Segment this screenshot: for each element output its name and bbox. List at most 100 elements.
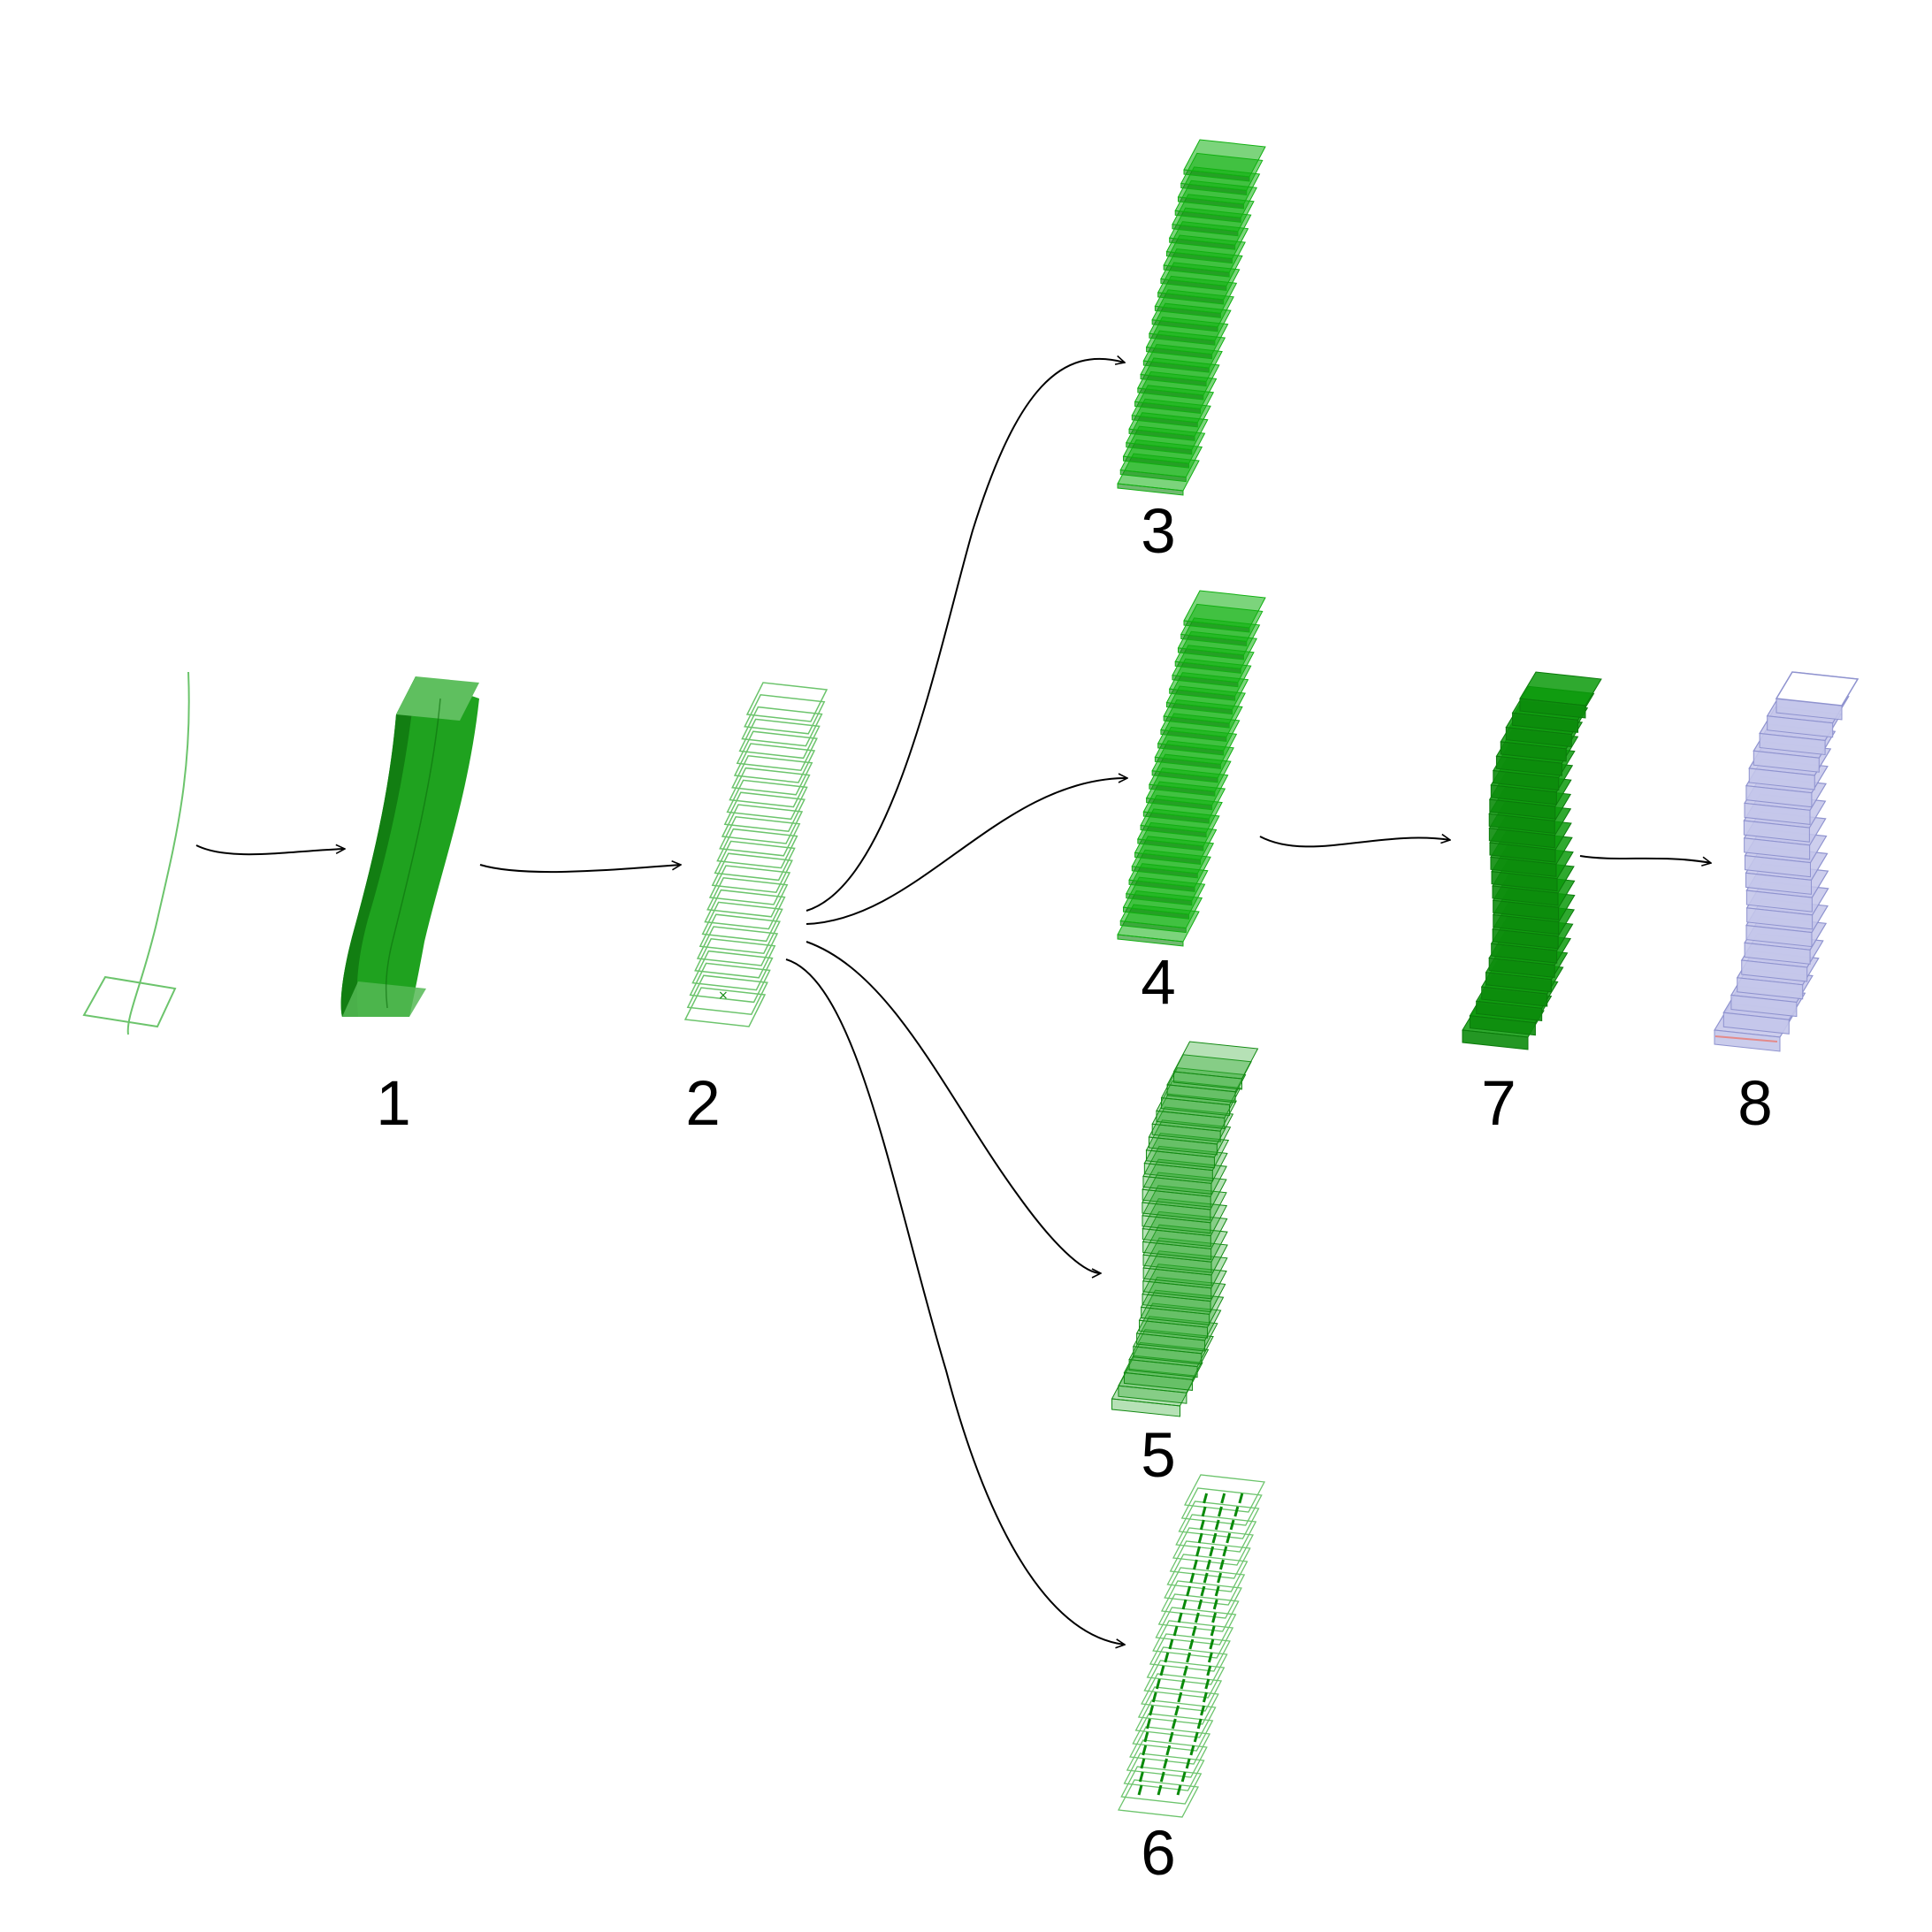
stack7-floor-edge — [1485, 972, 1553, 993]
stack2-floor — [686, 974, 768, 1016]
stack8-floor-edge — [1745, 925, 1813, 948]
stack2-floor — [701, 901, 783, 943]
column-segment — [1185, 1758, 1191, 1769]
stack3-floor-edge — [1154, 305, 1221, 318]
stack4-floor-edge — [1142, 811, 1210, 824]
column-segment — [1174, 1705, 1180, 1716]
stack4-floor-edge — [1172, 675, 1239, 688]
stack3-floor-edge — [1117, 483, 1184, 496]
stack5-floor-edge — [1136, 1333, 1206, 1352]
column-segment — [1214, 1519, 1220, 1531]
stack2-floor — [726, 779, 808, 821]
column-segment — [1210, 1625, 1216, 1637]
column-segment — [1203, 1572, 1209, 1584]
column-segment — [1159, 1665, 1165, 1676]
column-segment — [1171, 1718, 1177, 1730]
column-segment — [1193, 1731, 1199, 1743]
floor-outlines-with-columns-icon — [1117, 1474, 1266, 1818]
stack4-floor-edge — [1183, 620, 1250, 633]
column-segment — [1143, 1731, 1149, 1743]
stack5-floor-edge — [1161, 1097, 1231, 1117]
stack6-floor — [1146, 1646, 1228, 1685]
stack5-floor-edge — [1142, 1254, 1212, 1273]
stack7-floor-edge — [1512, 712, 1579, 733]
stack4-floor-edge — [1117, 934, 1184, 947]
stack7-floor-edge — [1493, 914, 1560, 935]
stack3-floor-edge — [1128, 428, 1195, 441]
stack5-floor-edge — [1133, 1346, 1203, 1365]
column-segment — [1149, 1705, 1155, 1716]
column-segment — [1176, 1784, 1182, 1796]
stack4-floor-edge — [1134, 851, 1202, 865]
stack7-floor-edge — [1492, 928, 1559, 950]
stack5-floor-edge — [1118, 1385, 1187, 1404]
stack7-floor-edge — [1481, 986, 1548, 1007]
step-labels: 1 2 3 4 5 6 7 8 — [376, 497, 1773, 1889]
stack4-floor-edge — [1160, 729, 1227, 743]
column-segment — [1197, 1599, 1203, 1610]
column-segment — [1181, 1599, 1187, 1610]
column-segment — [1217, 1572, 1223, 1584]
stack4-floor-edge — [1119, 920, 1187, 934]
column-segment — [1146, 1718, 1151, 1730]
column-segment — [1197, 1532, 1203, 1544]
column-segment — [1209, 1546, 1215, 1557]
stack3-floor-edge — [1180, 182, 1248, 195]
stack3-floor-edge — [1157, 292, 1225, 305]
stack6-floor — [1152, 1620, 1234, 1659]
column-segment — [1204, 1678, 1210, 1690]
stack4-floor-edge — [1140, 824, 1207, 838]
column-segment — [1222, 1546, 1228, 1557]
label-step-3: 3 — [1141, 497, 1176, 567]
stack5-floor-edge — [1142, 1228, 1211, 1248]
stack8-floor-edge — [1745, 872, 1813, 895]
stack5-floor-edge — [1142, 1294, 1211, 1313]
stack8-floor-edge — [1722, 1012, 1790, 1035]
stack6-floor — [1129, 1726, 1211, 1765]
label-step-4: 4 — [1141, 948, 1176, 1018]
stack2-floor — [745, 682, 829, 722]
column-segment — [1164, 1652, 1170, 1663]
stack8-floor-edge — [1744, 855, 1811, 878]
label-step-5: 5 — [1141, 1421, 1176, 1491]
stack5-floor-edge — [1142, 1202, 1211, 1221]
column-segment — [1180, 1771, 1187, 1783]
stack3-floor-edge — [1169, 237, 1236, 250]
stack2-floor — [699, 913, 781, 955]
lavender-floor-boxes-icon — [1714, 671, 1859, 1052]
stack3-floor-edge — [1172, 224, 1239, 237]
stack5-floor-edge — [1142, 1241, 1212, 1260]
arrow-2-to-6 — [785, 958, 1125, 1645]
stack7-floor-edge — [1488, 813, 1555, 834]
stack6-floor — [1123, 1753, 1205, 1791]
stack8-floor-edge — [1744, 802, 1811, 825]
stack8-floor-edge — [1743, 820, 1810, 843]
column-segment — [1177, 1612, 1183, 1623]
stack4-floor-edge — [1177, 647, 1244, 661]
stack5-floor-edge — [1142, 1175, 1212, 1195]
stack8-floor-edge — [1748, 767, 1815, 790]
stack3-floor-edge — [1131, 415, 1198, 428]
arrow-2-to-3 — [806, 359, 1125, 912]
column-segment — [1205, 1559, 1211, 1570]
column-segment — [1168, 1638, 1174, 1650]
stack4-floor-edge — [1128, 879, 1195, 892]
column-segment — [1188, 1638, 1195, 1650]
stack2-floor — [719, 815, 801, 857]
column-segment — [1151, 1691, 1157, 1703]
column-segment — [1192, 1559, 1198, 1570]
stack8-floor-edge — [1744, 942, 1811, 965]
stack7-floor-edge — [1489, 798, 1556, 820]
base-edge — [1714, 1035, 1778, 1042]
stack2-floor — [733, 743, 816, 783]
stack7-floor-edge — [1491, 943, 1558, 964]
stack7-floor-edge — [1491, 871, 1558, 892]
column-segment — [1194, 1612, 1200, 1623]
stack3-floor-edge — [1165, 251, 1233, 264]
stack4-floor-edge — [1149, 783, 1216, 797]
column-segment — [1207, 1652, 1213, 1663]
column-segment — [1229, 1519, 1235, 1531]
stacked-floor-slabs-icon-4 — [1117, 590, 1266, 947]
arrow-4-to-7 — [1259, 836, 1450, 848]
column-segment — [1199, 1519, 1205, 1531]
